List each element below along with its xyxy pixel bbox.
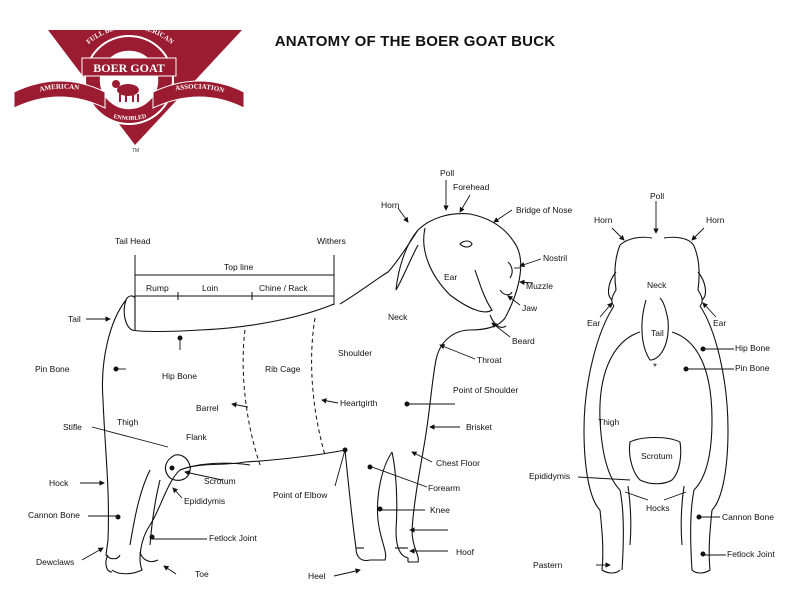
rear-label-pin-bone: Pin Bone <box>735 363 770 373</box>
rear-label-poll: Poll <box>650 191 664 201</box>
rear-label-scrotum: Scrotum <box>641 451 673 461</box>
rear-label-epididymis: Epididymis <box>529 471 570 481</box>
label-bridge-of-nose: Bridge of Nose <box>516 205 572 215</box>
label-rib-cage: Rib Cage <box>265 364 301 374</box>
label-withers: Withers <box>317 236 346 246</box>
rear-label-cannon-bone: Cannon Bone <box>722 512 774 522</box>
rib-cage-lines <box>243 318 325 465</box>
rear-label-hip-bone: Hip Bone <box>735 343 770 353</box>
label-pin-bone: Pin Bone <box>35 364 70 374</box>
rear-label-pastern: Pastern <box>533 560 563 570</box>
label-tail: Tail <box>68 314 81 324</box>
label-forearm: Forearm <box>428 483 460 493</box>
label-epididymis: Epididymis <box>184 496 225 506</box>
label-tail-head: Tail Head <box>115 236 151 246</box>
label-point-of-elbow: Point of Elbow <box>273 490 328 500</box>
label-scrotum: Scrotum <box>204 476 236 486</box>
label-ear: Ear <box>444 272 457 282</box>
rear-label-thigh: Thigh <box>598 417 620 427</box>
label-hip-bone: Hip Bone <box>162 371 197 381</box>
label-throat: Throat <box>477 355 502 365</box>
rear-label-horn-right: Horn <box>706 215 725 225</box>
label-rump: Rump <box>146 283 169 293</box>
label-barrel: Barrel <box>196 403 219 413</box>
label-horn: Horn <box>381 200 400 210</box>
label-loin: Loin <box>202 283 218 293</box>
label-dewclaws: Dewclaws <box>36 557 74 567</box>
label-knee: Knee <box>430 505 450 515</box>
label-shoulder: Shoulder <box>338 348 372 358</box>
rear-label-horn-left: Horn <box>594 215 613 225</box>
label-chine-rack: Chine / Rack <box>259 283 308 293</box>
label-poll: Poll <box>440 168 454 178</box>
label-heartgirth: Heartgirth <box>340 398 378 408</box>
label-forehead: Forehead <box>453 182 490 192</box>
rear-label-hocks: Hocks <box>646 503 670 513</box>
label-hoof: Hoof <box>456 547 475 557</box>
label-stifle: Stifle <box>63 422 82 432</box>
label-chest-floor: Chest Floor <box>436 458 480 468</box>
label-top-line: Top line <box>224 262 254 272</box>
label-heel: Heel <box>308 571 326 581</box>
label-neck: Neck <box>388 312 408 322</box>
side-label-group: Poll Forehead Horn Bridge of Nose Tail H… <box>28 168 572 581</box>
rear-label-fetlock-joint: Fetlock Joint <box>727 549 775 559</box>
label-nostril: Nostril <box>543 253 567 263</box>
label-beard: Beard <box>512 336 535 346</box>
svg-text:*: * <box>653 362 657 373</box>
label-cannon-bone: Cannon Bone <box>28 510 80 520</box>
label-brisket: Brisket <box>466 422 493 432</box>
association-logo: FULL BLOOD • AMERICAN BOER GOAT AMERICAN… <box>14 23 244 154</box>
rear-label-group: Poll Horn Horn Neck Ear Ear Tail Hip Bon… <box>529 191 775 570</box>
label-thigh: Thigh <box>117 417 139 427</box>
rear-label-tail: Tail <box>651 328 664 338</box>
label-point-of-shoulder: Point of Shoulder <box>453 385 518 395</box>
logo-tm: TM <box>132 148 139 154</box>
label-muzzle: Muzzle <box>526 281 553 291</box>
label-flank: Flank <box>186 432 208 442</box>
rear-label-ear-left: Ear <box>587 318 600 328</box>
rear-label-neck: Neck <box>647 280 667 290</box>
rear-label-ear-right: Ear <box>713 318 726 328</box>
logo-main-text: BOER GOAT <box>93 61 164 75</box>
label-toe: Toe <box>195 569 209 579</box>
label-jaw: Jaw <box>522 303 538 313</box>
label-fetlock-joint: Fetlock Joint <box>209 533 257 543</box>
label-hock: Hock <box>49 478 69 488</box>
